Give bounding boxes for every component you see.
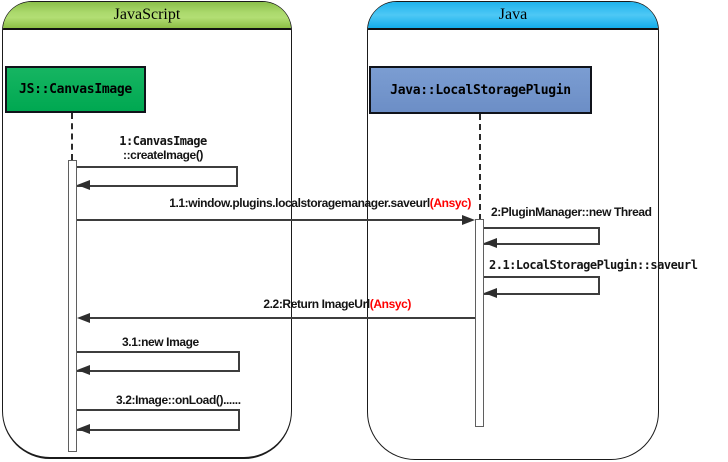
frame-java-header: Java	[368, 2, 658, 30]
object-box-canvasimage: JS::CanvasImage	[5, 66, 146, 113]
message-1-label-line2: ::createImage()	[122, 148, 204, 162]
lifeline-localstorageplugin	[479, 114, 481, 220]
message-1-1-async-tag: (Ansyc)	[429, 196, 472, 210]
message-2-2-label: 2.2:Return ImageUrl(Ansyc)	[263, 297, 412, 311]
object-box-localstorageplugin: Java::LocalStoragePlugin	[369, 66, 592, 114]
message-3-1-self-arrow	[77, 351, 240, 372]
message-2-1-label: 2.1:LocalStoragePlugin::saveurl	[489, 258, 698, 272]
lifeline-canvasimage	[71, 113, 73, 160]
message-2-1-self-arrow	[484, 276, 600, 295]
message-3-2-arrowhead-icon	[77, 424, 90, 434]
frame-java: Java	[367, 1, 659, 460]
message-3-2-label: 3.2:Image::onLoad()......	[116, 393, 241, 407]
frame-javascript-header: JavaScript	[3, 2, 291, 30]
frame-javascript-label: JavaScript	[113, 6, 181, 23]
object-localstorageplugin-label: Java::LocalStoragePlugin	[390, 82, 571, 98]
activation-bar-localstorageplugin	[475, 219, 484, 427]
message-1-label-line1: 1:CanvasImage	[119, 134, 207, 148]
message-2-2-arrowhead-icon	[77, 313, 90, 323]
frame-java-label: Java	[498, 6, 528, 23]
message-1-1-arrowhead-icon	[462, 215, 475, 225]
message-2-2-line	[89, 317, 475, 319]
activation-bar-canvasimage	[68, 160, 77, 452]
message-2-1-arrowhead-icon	[484, 288, 497, 298]
message-2-self-arrow	[484, 227, 600, 245]
message-1-1-line	[77, 219, 464, 221]
message-1-arrowhead-icon	[77, 180, 90, 190]
message-3-1-label: 3.1:new Image	[122, 335, 199, 349]
message-2-arrowhead-icon	[484, 238, 497, 248]
message-2-label: 2:PluginManager::new Thread	[491, 205, 652, 219]
message-1-1-label: 1.1:window.plugins.localstoragemanager.s…	[169, 196, 472, 210]
message-3-1-arrowhead-icon	[77, 365, 90, 375]
message-3-2-self-arrow	[77, 409, 240, 431]
object-canvasimage-label: JS::CanvasImage	[19, 82, 132, 97]
message-2-2-async-tag: (Ansyc)	[369, 297, 412, 311]
message-1-self-arrow	[77, 166, 238, 187]
frame-javascript: JavaScript	[2, 1, 292, 459]
